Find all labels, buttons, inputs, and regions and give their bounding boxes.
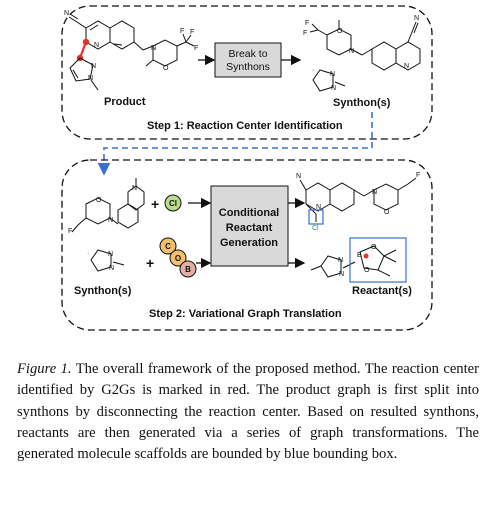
gen-box-line1: Conditional — [219, 207, 280, 219]
synthon1-step2: O N F N — [68, 178, 145, 235]
svg-text:N: N — [316, 204, 321, 211]
break-to-synthons-label: Break to — [228, 48, 267, 60]
svg-text:N: N — [339, 271, 344, 278]
svg-text:F: F — [190, 29, 194, 36]
lg-cl-label: Cl — [169, 199, 177, 208]
svg-text:·: · — [312, 67, 314, 74]
svg-text:Cl: Cl — [312, 225, 319, 232]
svg-text:F: F — [194, 45, 198, 52]
svg-text:O: O — [364, 267, 370, 274]
svg-text:N: N — [64, 10, 69, 17]
svg-text:·: · — [87, 250, 89, 257]
svg-text:O: O — [337, 28, 343, 35]
step2-left-label: Synthon(s) — [74, 285, 132, 297]
lg-o-label: O — [175, 254, 181, 263]
svg-text:N: N — [88, 75, 93, 82]
svg-text:N: N — [132, 185, 137, 192]
svg-text:N: N — [414, 15, 419, 22]
lg-o-circle — [169, 249, 187, 267]
reactant1: N N N O F Cl — [296, 172, 420, 232]
step1-title: Step 1: Reaction Center Identification — [147, 120, 343, 132]
lg-b-circle — [179, 260, 197, 278]
framework-figure: N N N O F F F N N Product Break to — [61, 5, 433, 331]
step2-right-label: Reactant(s) — [352, 285, 412, 297]
step1-panel — [61, 5, 433, 140]
svg-text:O: O — [384, 209, 390, 216]
caption-text: The overall framework of the proposed me… — [17, 361, 479, 463]
svg-text:F: F — [305, 20, 309, 27]
lg-c-circle — [159, 237, 177, 255]
break-to-synthons-label-line2: Synthons — [226, 61, 270, 73]
svg-text:N: N — [91, 63, 96, 70]
step1-right-label: Synthon(s) — [333, 97, 391, 109]
svg-text:N: N — [349, 48, 354, 55]
break-to-synthons-box — [214, 42, 282, 78]
plus-2: + — [146, 255, 154, 271]
svg-text:N: N — [109, 265, 114, 272]
svg-text:F: F — [180, 28, 184, 35]
svg-text:N: N — [338, 257, 343, 264]
svg-text:N: N — [108, 251, 113, 258]
lg-cl-circle — [164, 194, 182, 212]
gen-box-line2: Reactant — [226, 222, 273, 234]
synthon2-step2: N N · — [87, 249, 125, 272]
lg-c-label: C — [165, 242, 171, 251]
svg-text:O: O — [163, 65, 169, 72]
svg-text:B: B — [357, 252, 362, 259]
svg-text:N: N — [330, 71, 335, 78]
product-molecule: N N N O F F F N N — [64, 10, 198, 91]
plus-1: + — [151, 196, 159, 212]
svg-text:F: F — [303, 30, 307, 37]
figure-caption: Figure 1. The overall framework of the p… — [17, 359, 479, 465]
reactant2: N N B O O — [310, 237, 407, 283]
step2-title: Step 2: Variational Graph Translation — [149, 308, 342, 320]
svg-text:O: O — [371, 244, 377, 251]
svg-text:F: F — [68, 228, 72, 235]
step1-left-label: Product — [104, 96, 146, 108]
svg-text:N: N — [108, 217, 113, 224]
lg-b-label: B — [185, 265, 191, 274]
svg-text:N: N — [94, 42, 99, 49]
svg-text:N: N — [151, 45, 156, 52]
step2-panel — [61, 159, 433, 331]
svg-text:N: N — [296, 173, 301, 180]
svg-text:F: F — [416, 172, 420, 179]
svg-text:N: N — [331, 85, 336, 92]
conditional-generation-box — [210, 185, 289, 267]
caption-label: Figure 1. — [17, 361, 72, 377]
gen-box-line3: Generation — [220, 237, 278, 249]
svg-text:O: O — [96, 197, 102, 204]
svg-text:N: N — [404, 63, 409, 70]
svg-text:N: N — [372, 189, 377, 196]
synthon-molecules-step1: O N F F N N N N · — [303, 15, 421, 92]
